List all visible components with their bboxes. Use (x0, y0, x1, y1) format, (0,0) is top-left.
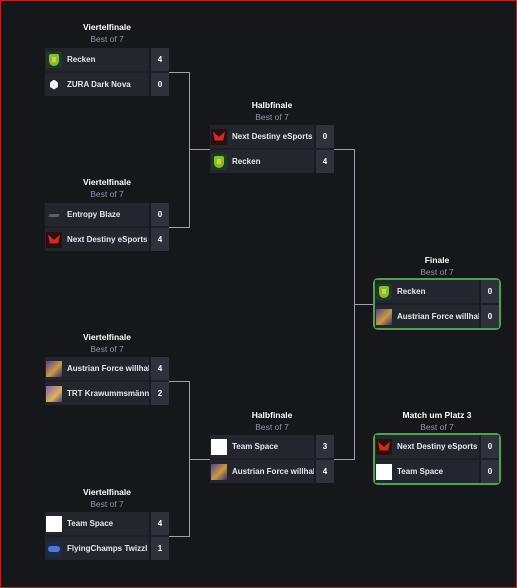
team-name: Austrian Force willhaben (397, 312, 479, 321)
team-name: Austrian Force willhaben (232, 467, 314, 476)
team-space-logo-icon (211, 438, 227, 455)
team-score: 0 (149, 203, 169, 226)
round-title-qf4: Viertelfinale (82, 487, 132, 497)
connector-line (169, 227, 190, 228)
team-name: Team Space (67, 519, 114, 528)
round-title-final: Finale (424, 255, 450, 265)
team-row[interactable]: ZURA Dark Nova 0 (45, 73, 169, 96)
team-row[interactable]: Austrian Force willhaben 4 (210, 460, 334, 483)
team-row[interactable]: Recken 0 (375, 280, 499, 303)
round-title-qf1: Viertelfinale (82, 22, 132, 32)
team-score: 4 (149, 357, 169, 380)
connector-line (334, 149, 355, 150)
team-name: Recken (397, 287, 426, 296)
team-score: 0 (479, 435, 499, 458)
round-subtitle-sf1: Best of 7 (255, 112, 289, 122)
team-name: Recken (232, 157, 261, 166)
connector-line (169, 72, 190, 73)
round-title-qf2: Viertelfinale (82, 177, 132, 187)
team-row[interactable]: Team Space 3 (210, 435, 334, 458)
team-name: Austrian Force willhaben (67, 364, 149, 373)
team-name: Next Destiny eSports (397, 442, 478, 451)
match-semifinal-1[interactable]: Next Destiny eSports 0 Recken 4 (210, 125, 334, 173)
connector-line (169, 536, 190, 537)
zura-logo-icon (46, 77, 62, 93)
team-row[interactable]: Next Destiny eSports 4 (45, 228, 169, 251)
team-space-logo-icon (46, 515, 62, 532)
team-row[interactable]: Next Destiny eSports 0 (375, 435, 499, 458)
recken-logo-icon (211, 153, 227, 170)
team-row[interactable]: Recken 4 (210, 150, 334, 173)
round-subtitle-sf2: Best of 7 (255, 422, 289, 432)
team-score: 0 (314, 125, 334, 148)
team-name: FlyingChamps Twizzl (67, 544, 148, 553)
team-score: 4 (314, 460, 334, 483)
team-score: 4 (149, 228, 169, 251)
round-subtitle-third-place: Best of 7 (420, 422, 454, 432)
next-destiny-logo-icon (211, 128, 227, 145)
team-row[interactable]: Entropy Blaze 0 (45, 203, 169, 226)
match-semifinal-2[interactable]: Team Space 3 Austrian Force willhaben 4 (210, 435, 334, 483)
round-subtitle-final: Best of 7 (420, 267, 454, 277)
team-score: 0 (479, 305, 499, 328)
entropy-logo-icon (46, 207, 62, 223)
round-subtitle-qf1: Best of 7 (90, 34, 124, 44)
team-row[interactable]: TRT Krawummsmänner 2 (45, 382, 169, 405)
team-name: Team Space (232, 442, 279, 451)
team-score: 4 (149, 48, 169, 71)
team-name: TRT Krawummsmänner (67, 389, 149, 398)
team-name: Next Destiny eSports (67, 235, 148, 244)
austrian-force-logo-icon (211, 463, 227, 480)
match-final[interactable]: Recken 0 Austrian Force willhaben 0 (373, 278, 501, 330)
connector-line (169, 381, 190, 382)
next-destiny-logo-icon (376, 438, 392, 455)
recken-logo-icon (376, 283, 392, 300)
team-name: ZURA Dark Nova (67, 80, 131, 89)
round-subtitle-qf4: Best of 7 (90, 499, 124, 509)
trt-logo-icon (46, 385, 62, 402)
match-quarterfinal-1[interactable]: Recken 4 ZURA Dark Nova 0 (45, 48, 169, 96)
connector-line (189, 72, 190, 228)
team-score: 0 (479, 280, 499, 303)
team-row[interactable]: Team Space 4 (45, 512, 169, 535)
round-subtitle-qf2: Best of 7 (90, 189, 124, 199)
team-score: 4 (149, 512, 169, 535)
team-space-logo-icon (376, 463, 392, 480)
connector-line (189, 459, 210, 460)
team-name: Next Destiny eSports (232, 132, 313, 141)
connector-line (189, 149, 210, 150)
team-name: Recken (67, 55, 96, 64)
flyingchamps-logo-icon (46, 540, 62, 557)
team-score: 2 (149, 382, 169, 405)
team-score: 1 (149, 537, 169, 560)
team-score: 0 (149, 73, 169, 96)
next-destiny-logo-icon (46, 231, 62, 248)
austrian-force-logo-icon (376, 308, 392, 325)
recken-logo-icon (46, 51, 62, 68)
match-quarterfinal-2[interactable]: Entropy Blaze 0 Next Destiny eSports 4 (45, 203, 169, 251)
match-quarterfinal-3[interactable]: Austrian Force willhaben 4 TRT Krawummsm… (45, 357, 169, 405)
team-name: Team Space (397, 467, 444, 476)
team-row[interactable]: Recken 4 (45, 48, 169, 71)
round-title-qf3: Viertelfinale (82, 332, 132, 342)
round-title-sf1: Halbfinale (251, 100, 293, 110)
team-row[interactable]: Austrian Force willhaben 0 (375, 305, 499, 328)
round-subtitle-qf3: Best of 7 (90, 344, 124, 354)
team-score: 4 (314, 150, 334, 173)
austrian-force-logo-icon (46, 360, 62, 377)
team-score: 0 (479, 460, 499, 483)
team-name: Entropy Blaze (67, 210, 121, 219)
round-title-third-place: Match um Platz 3 (402, 410, 472, 420)
team-row[interactable]: Austrian Force willhaben 4 (45, 357, 169, 380)
match-quarterfinal-4[interactable]: Team Space 4 FlyingChamps Twizzl 1 (45, 512, 169, 560)
connector-line (354, 304, 375, 305)
team-row[interactable]: FlyingChamps Twizzl 1 (45, 537, 169, 560)
team-row[interactable]: Next Destiny eSports 0 (210, 125, 334, 148)
connector-line (334, 459, 355, 460)
team-score: 3 (314, 435, 334, 458)
match-third-place[interactable]: Next Destiny eSports 0 Team Space 0 (373, 433, 501, 485)
team-row[interactable]: Team Space 0 (375, 460, 499, 483)
round-title-sf2: Halbfinale (251, 410, 293, 420)
